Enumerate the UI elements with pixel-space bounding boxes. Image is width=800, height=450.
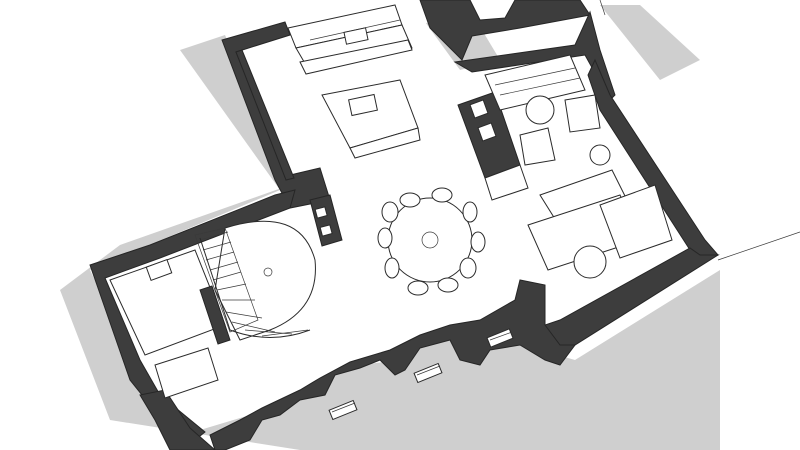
wall-niches [309,194,343,247]
kitchen-island [321,79,421,159]
wall-north [419,0,591,61]
window-1 [486,328,514,348]
armchair-2 [519,127,556,166]
dining-set [377,187,486,296]
lower-bench [154,347,219,399]
washbasin [145,259,173,281]
island-cooktop [348,93,378,117]
armchair-1 [564,94,601,133]
wall-kitchen-left [235,49,295,181]
chaise [599,184,673,259]
bookshelf [484,54,586,111]
windows-south [328,328,514,421]
washroom [109,249,231,356]
coffee-table [573,245,607,279]
spiral-staircase [194,220,316,341]
site-outline [599,0,800,261]
wall-south [209,279,576,450]
dining-table [387,197,473,283]
sink [343,27,369,45]
dining-chairs [377,187,486,296]
counter-front [299,39,413,75]
lamp-table [589,144,611,166]
exterior-walls [89,0,720,450]
tall-cabinets [457,91,529,201]
stair-treads [199,231,309,337]
reading-nook [484,54,601,166]
wall-north-east [453,10,616,101]
side-table [525,95,555,125]
oven-lower [477,122,497,142]
kitchen-counter [287,4,413,75]
oven-upper [469,99,489,119]
living-sofa [527,144,673,279]
